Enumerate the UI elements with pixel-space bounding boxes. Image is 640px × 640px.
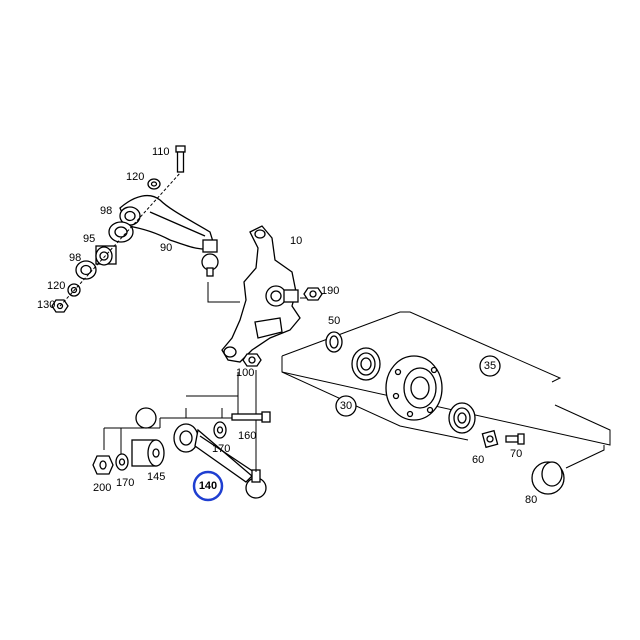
nut-180[interactable] [92, 455, 114, 475]
bolt-160[interactable] [231, 411, 271, 423]
bushing-95[interactable] [95, 245, 117, 266]
label-120-top[interactable]: 120 [126, 171, 144, 183]
label-50[interactable]: 50 [328, 315, 340, 327]
lower-arm-140[interactable] [173, 370, 267, 499]
label-98-lower[interactable]: 98 [69, 252, 81, 264]
label-98-upper[interactable]: 98 [100, 205, 112, 217]
bushing-145[interactable] [131, 439, 165, 467]
washer-120-top[interactable] [147, 178, 161, 190]
label-80[interactable]: 80 [525, 494, 537, 506]
part-labels: 110 120 98 95 98 120 130 90 10 190 50 10… [37, 146, 537, 506]
label-30: 30 [340, 400, 352, 412]
hub-bearing-group [281, 311, 611, 495]
label-170-left[interactable]: 170 [116, 477, 134, 489]
callout-30[interactable]: 30 [335, 395, 357, 417]
nut-100[interactable] [242, 353, 262, 367]
label-120-lower[interactable]: 120 [47, 280, 65, 292]
label-130[interactable]: 130 [37, 299, 55, 311]
upper-control-arm-group [51, 145, 240, 313]
upper-arm-90[interactable] [119, 194, 219, 277]
callout-35[interactable]: 35 [479, 355, 501, 377]
bearing-30-outer[interactable] [448, 402, 476, 434]
clamp-nut-60[interactable] [481, 429, 499, 449]
label-140: 140 [199, 480, 217, 492]
label-90[interactable]: 90 [160, 242, 172, 254]
label-190[interactable]: 190 [321, 285, 339, 297]
label-10[interactable]: 10 [290, 235, 302, 247]
label-160[interactable]: 160 [238, 430, 256, 442]
seal-50[interactable] [325, 331, 343, 353]
callout-140-highlighted[interactable]: 140 [192, 470, 224, 502]
screw-70[interactable] [505, 433, 525, 445]
label-100[interactable]: 100 [236, 367, 254, 379]
steering-knuckle-10[interactable] [221, 225, 312, 363]
callout-200[interactable] [135, 407, 157, 429]
grease-cap-80[interactable] [531, 461, 565, 495]
washer-170-left[interactable] [115, 453, 129, 471]
label-170-right[interactable]: 170 [212, 443, 230, 455]
bushing-98-lower[interactable] [75, 260, 97, 280]
nut-190[interactable] [303, 287, 323, 301]
label-180[interactable]: 200 [93, 482, 111, 494]
label-95[interactable]: 95 [83, 233, 95, 245]
label-145[interactable]: 145 [147, 471, 165, 483]
label-35: 35 [484, 360, 496, 372]
lower-control-arm-group [92, 370, 271, 499]
label-110[interactable]: 110 [152, 146, 170, 158]
label-70[interactable]: 70 [510, 448, 522, 460]
washer-170-right[interactable] [213, 421, 227, 439]
bearing-30-inner[interactable] [351, 347, 381, 381]
label-60[interactable]: 60 [472, 454, 484, 466]
wheel-hub-35[interactable] [385, 355, 443, 421]
bolt-110[interactable] [175, 145, 186, 173]
